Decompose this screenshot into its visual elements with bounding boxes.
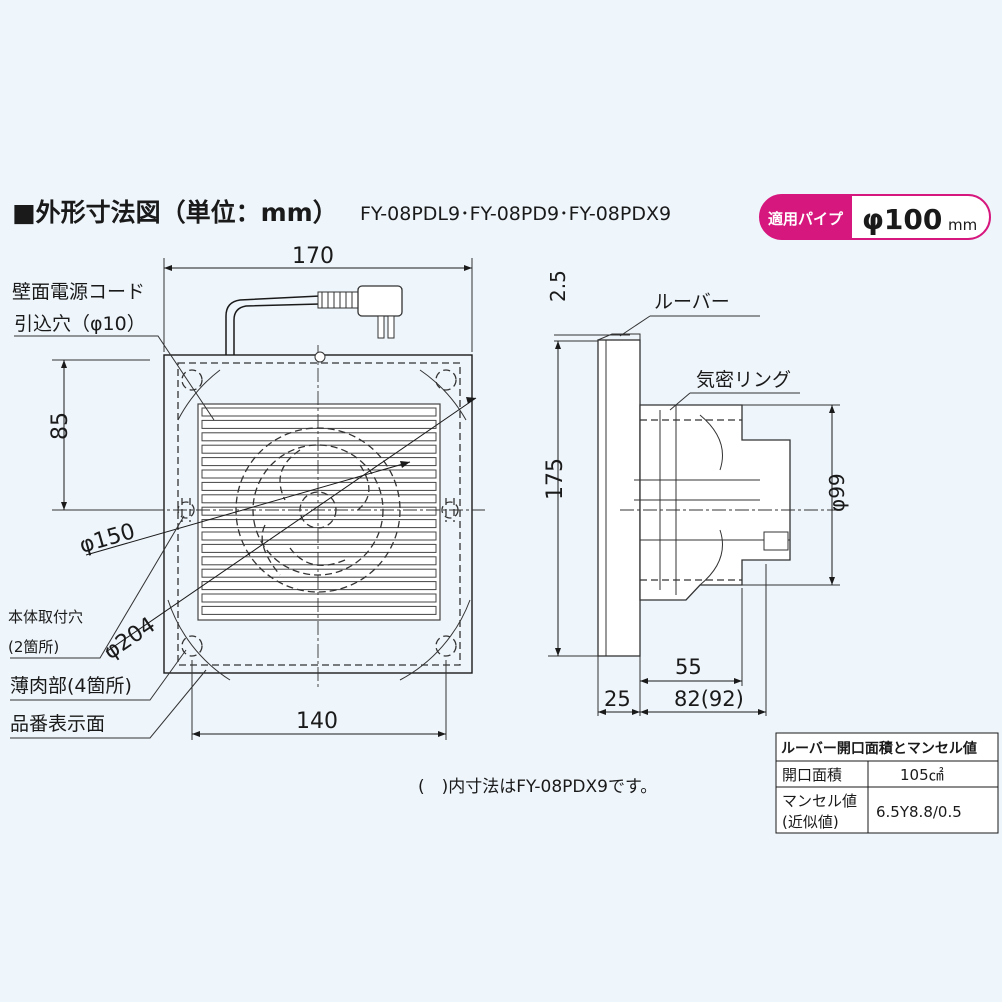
dim-2-5: 2.5 (546, 270, 570, 302)
dim-height-175: 175 (543, 458, 568, 500)
louver-slat (201, 581, 437, 591)
cord-hole-label-1: 壁面電源コード (12, 281, 145, 303)
louver-slat (201, 605, 437, 615)
louver-slat (201, 432, 437, 442)
louver-slat (201, 506, 437, 516)
louver-slat (201, 407, 437, 417)
pipe-badge-label: 適用パイプ (768, 210, 844, 228)
product-label-face-label: 品番表示面 (10, 713, 105, 735)
louver-slat (201, 593, 437, 603)
table-row-value: 6.5Y8.8/0.5 (876, 803, 962, 821)
airtight-ring-label: 気密リング (696, 369, 791, 391)
table-row-label: マンセル値 (782, 792, 857, 810)
louver-slat (201, 556, 437, 566)
model-numbers: FY-08PDL9･FY-08PD9･FY-08PDX9 (360, 203, 671, 225)
pipe-badge-unit: mm (948, 216, 977, 234)
dim-diameter-204: φ204 (99, 613, 160, 665)
louver-slat (201, 531, 437, 541)
louver-slat (201, 457, 437, 467)
front-view: 170 (8, 244, 485, 740)
table-title: ルーバー開口面積とマンセル値 (781, 740, 977, 757)
dim-diameter-99: φ99 (825, 473, 849, 512)
thin-part-label: 薄肉部(4箇所) (10, 675, 132, 697)
cord-hole-label-2: 引込穴（φ10） (14, 313, 146, 335)
table-row-label-sub: (近似値) (782, 813, 839, 831)
louver-slat (201, 419, 437, 429)
louver-label: ルーバー (654, 291, 730, 313)
table-row-value: 105㎠ (900, 766, 944, 784)
louver-slat (201, 481, 437, 491)
dim-25: 25 (604, 687, 631, 711)
dim-82-92: 82(92) (674, 687, 744, 711)
pipe-badge-size: φ100 (862, 203, 942, 236)
pipe-badge: 適用パイプ φ100 mm (759, 194, 991, 240)
louver-slat (201, 444, 437, 454)
table-row-label: 開口面積 (782, 766, 842, 784)
dim-width-170: 170 (292, 244, 334, 269)
louver-slat (201, 469, 437, 479)
side-view: 2.5 175 φ99 ルーバー 気密リング (543, 270, 849, 716)
header: ■外形寸法図（単位：mm） FY-08PDL9･FY-08PD9･FY-08PD… (12, 194, 991, 240)
drawing-title: ■外形寸法図（単位：mm） (12, 198, 338, 227)
dim-width-140: 140 (296, 709, 338, 734)
louver-table: ルーバー開口面積とマンセル値 開口面積 105㎠ マンセル値 (近似値) 6.5… (775, 732, 999, 834)
louver-slat (201, 543, 437, 553)
mount-hole-label-1: 本体取付穴 (8, 608, 83, 626)
mount-hole-label-2: (2箇所) (8, 638, 59, 656)
dim-diameter-150: φ150 (77, 519, 138, 559)
louver-slat (201, 568, 437, 578)
dimension-note: ( )内寸法はFY-08PDX9です。 (418, 777, 657, 797)
dim-depth-55: 55 (675, 655, 702, 679)
dim-height-85: 85 (48, 412, 73, 440)
louver-slats (201, 407, 437, 615)
louver-slat (201, 494, 437, 504)
